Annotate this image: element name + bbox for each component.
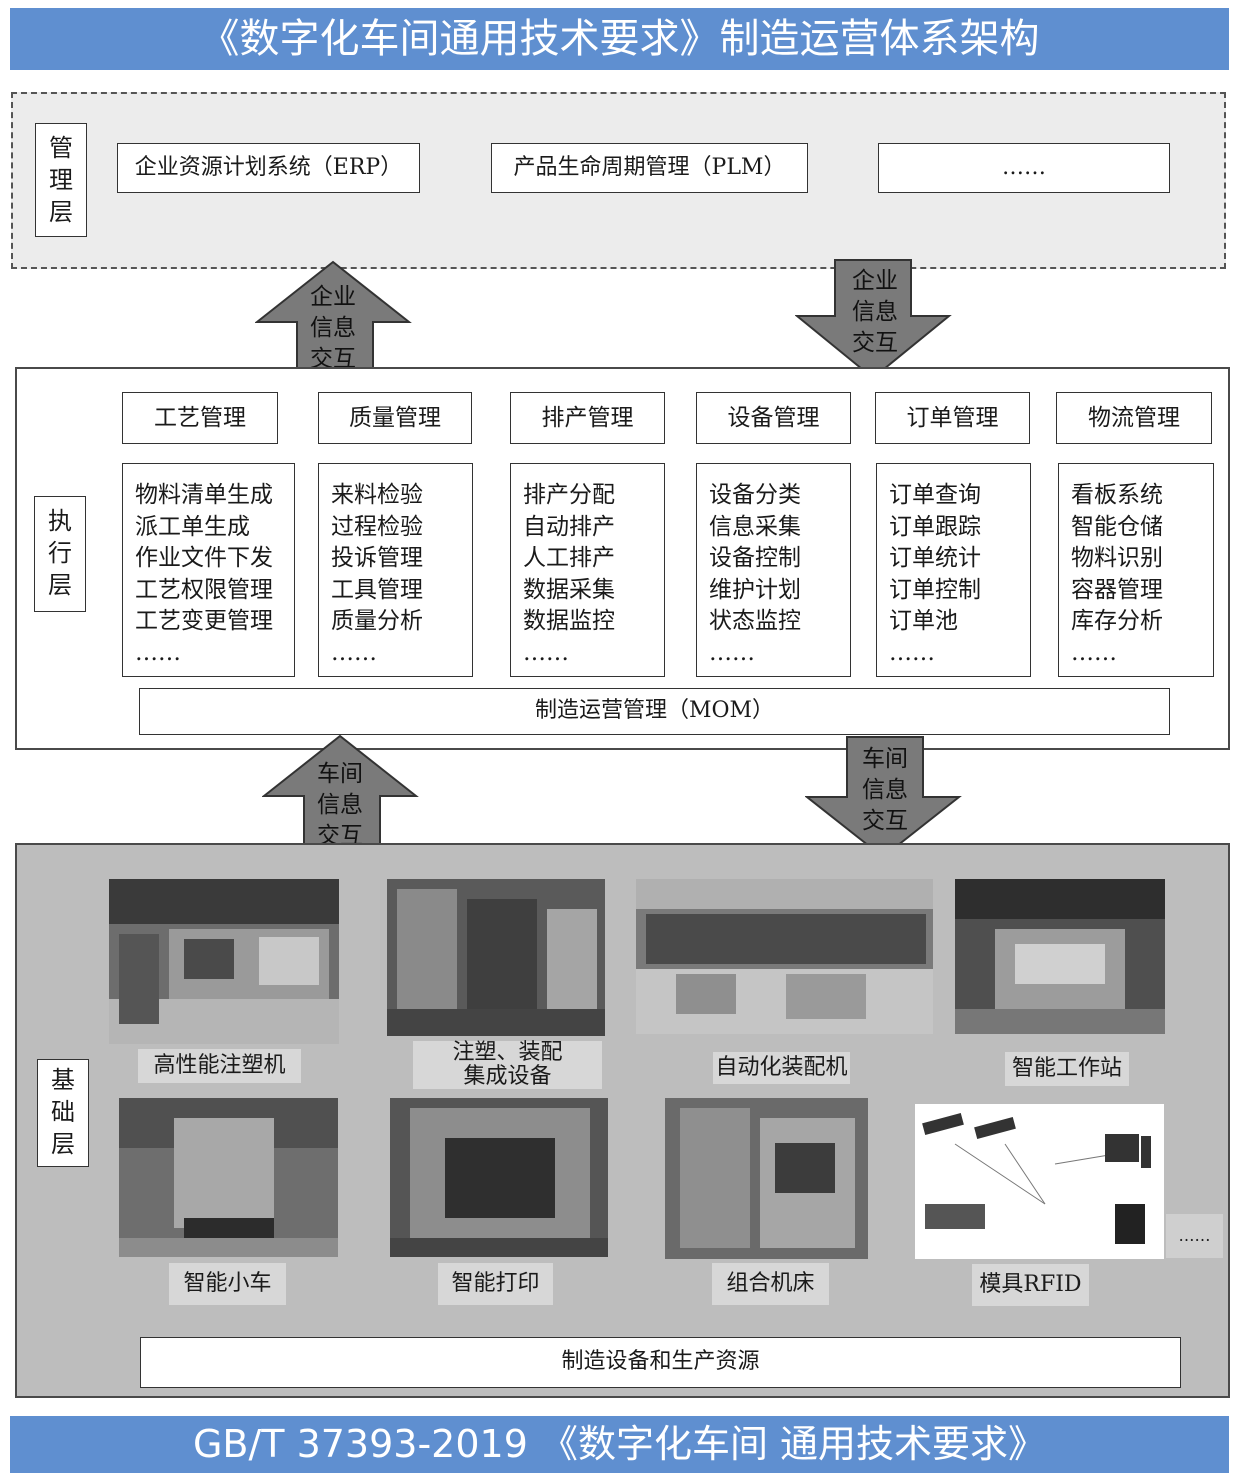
- module-function-item: 智能仓储: [1071, 513, 1163, 540]
- module-function-item: 工艺权限管理: [135, 576, 273, 603]
- module-function-item: ……: [889, 639, 935, 666]
- module-function-item: ……: [523, 639, 569, 666]
- module-function-item: 数据采集: [523, 576, 615, 603]
- module-functions-quality: 来料检验过程检验投诉管理工具管理质量分析 ……: [318, 463, 473, 677]
- module-function-item: 状态监控: [709, 608, 801, 634]
- equipment-caption-combination-machine: 组合机床: [712, 1263, 829, 1305]
- base-layer-label: 基础层: [37, 1059, 89, 1167]
- smart-cart-photo: [119, 1098, 338, 1257]
- module-functions-order: 订单查询订单跟踪订单统计订单控制订单池 ……: [876, 463, 1031, 677]
- module-function-item: 信息采集: [709, 513, 801, 540]
- module-function-item: ……: [709, 639, 755, 666]
- module-title-equipment: 设备管理: [696, 392, 851, 444]
- module-functions-equipment: 设备分类信息采集设备控制维护计划状态监控 ……: [696, 463, 851, 677]
- enterprise-info-down-arrow: [795, 259, 952, 380]
- module-function-item: ……: [1071, 639, 1117, 666]
- management-layer-label: 管理层: [35, 123, 87, 237]
- execution-layer-label: 执行层: [34, 496, 86, 612]
- mom-bar: 制造运营管理（MOM）: [139, 688, 1170, 735]
- module-function-item: 排产分配: [523, 482, 615, 508]
- module-title-quality: 质量管理: [318, 392, 472, 444]
- equipment-caption-smart-workstation: 智能工作站: [1005, 1052, 1129, 1086]
- workshop-info-up-arrow: [262, 734, 419, 855]
- equipment-caption-mold-rfid: 模具RFID: [972, 1264, 1089, 1306]
- equipment-caption-smart-cart: 智能小车: [169, 1263, 286, 1305]
- module-functions-logistics: 看板系统智能仓储物料识别容器管理库存分析 ……: [1058, 463, 1214, 677]
- module-function-item: 设备控制: [709, 545, 801, 571]
- erp-system-box: 企业资源计划系统（ERP）: [117, 143, 420, 193]
- module-function-item: 自动排产: [523, 513, 615, 540]
- module-title-process: 工艺管理: [122, 392, 278, 444]
- module-function-item: 订单跟踪: [889, 513, 981, 540]
- module-function-item: 订单统计: [889, 545, 981, 571]
- resources-bar: 制造设备和生产资源: [140, 1337, 1181, 1388]
- automated-assembly-machine-photo: [636, 879, 933, 1034]
- module-function-item: 订单查询: [889, 482, 981, 508]
- module-function-item: 物料清单生成: [135, 482, 273, 508]
- module-function-item: 物料识别: [1071, 545, 1163, 571]
- workshop-info-up-label: 车间信息交互: [317, 761, 363, 849]
- module-function-item: 来料检验: [331, 482, 423, 508]
- module-function-item: 维护计划: [709, 576, 801, 603]
- mold-rfid-diagram-photo: [915, 1104, 1164, 1259]
- injection-assembly-equipment-photo: [387, 879, 605, 1036]
- plm-system-box: 产品生命周期管理（PLM）: [491, 143, 808, 193]
- module-function-item: 派工单生成: [135, 513, 250, 540]
- workshop-info-down-label: 车间信息交互: [862, 746, 908, 834]
- module-function-item: 质量分析: [331, 608, 423, 634]
- module-function-item: 数据监控: [523, 608, 615, 634]
- smart-workstation-photo: [955, 879, 1165, 1034]
- module-functions-process: 物料清单生成派工单生成作业文件下发工艺权限管理工艺变更管理 ……: [122, 463, 295, 677]
- module-function-item: 设备分类: [709, 482, 801, 508]
- module-function-item: 人工排产: [523, 545, 615, 571]
- module-title-logistics: 物流管理: [1056, 392, 1212, 444]
- diagram-title: 《数字化车间通用技术要求》制造运营体系架构: [10, 8, 1229, 70]
- more-equipment: ……: [1166, 1214, 1223, 1258]
- enterprise-info-down-label: 企业信息交互: [852, 268, 898, 356]
- module-function-item: 过程检验: [331, 513, 423, 540]
- module-function-item: 库存分析: [1071, 608, 1163, 634]
- module-function-item: 工具管理: [331, 576, 423, 603]
- smart-printing-photo: [390, 1098, 608, 1257]
- module-function-item: 投诉管理: [331, 545, 423, 571]
- equipment-caption-injection-assembly: 注塑、装配 集成设备: [413, 1041, 602, 1089]
- module-functions-scheduling: 排产分配自动排产人工排产数据采集数据监控 ……: [510, 463, 665, 677]
- module-title-order: 订单管理: [875, 392, 1030, 444]
- module-function-item: 看板系统: [1071, 482, 1163, 508]
- module-title-scheduling: 排产管理: [510, 392, 665, 444]
- more-systems-box: ……: [878, 143, 1170, 193]
- equipment-caption-injection-molding: 高性能注塑机: [138, 1049, 301, 1083]
- injection-molding-machine-photo: [109, 879, 339, 1044]
- enterprise-info-up-arrow: [255, 260, 412, 379]
- module-function-item: 容器管理: [1071, 576, 1163, 603]
- enterprise-info-up-label: 企业信息交互: [310, 284, 356, 372]
- module-function-item: 作业文件下发: [135, 545, 273, 571]
- module-function-item: 订单控制: [889, 576, 981, 603]
- workshop-info-down-arrow: [805, 736, 962, 859]
- module-function-item: ……: [331, 639, 377, 666]
- module-function-item: ……: [135, 639, 181, 666]
- equipment-caption-smart-printing: 智能打印: [438, 1263, 553, 1305]
- standard-footer: GB/T 37393-2019 《数字化车间 通用技术要求》: [10, 1416, 1229, 1473]
- equipment-caption-automated-assembly: 自动化装配机: [713, 1052, 850, 1084]
- module-function-item: 工艺变更管理: [135, 608, 273, 634]
- combination-machine-tool-photo: [665, 1098, 868, 1259]
- module-function-item: 订单池: [889, 608, 958, 634]
